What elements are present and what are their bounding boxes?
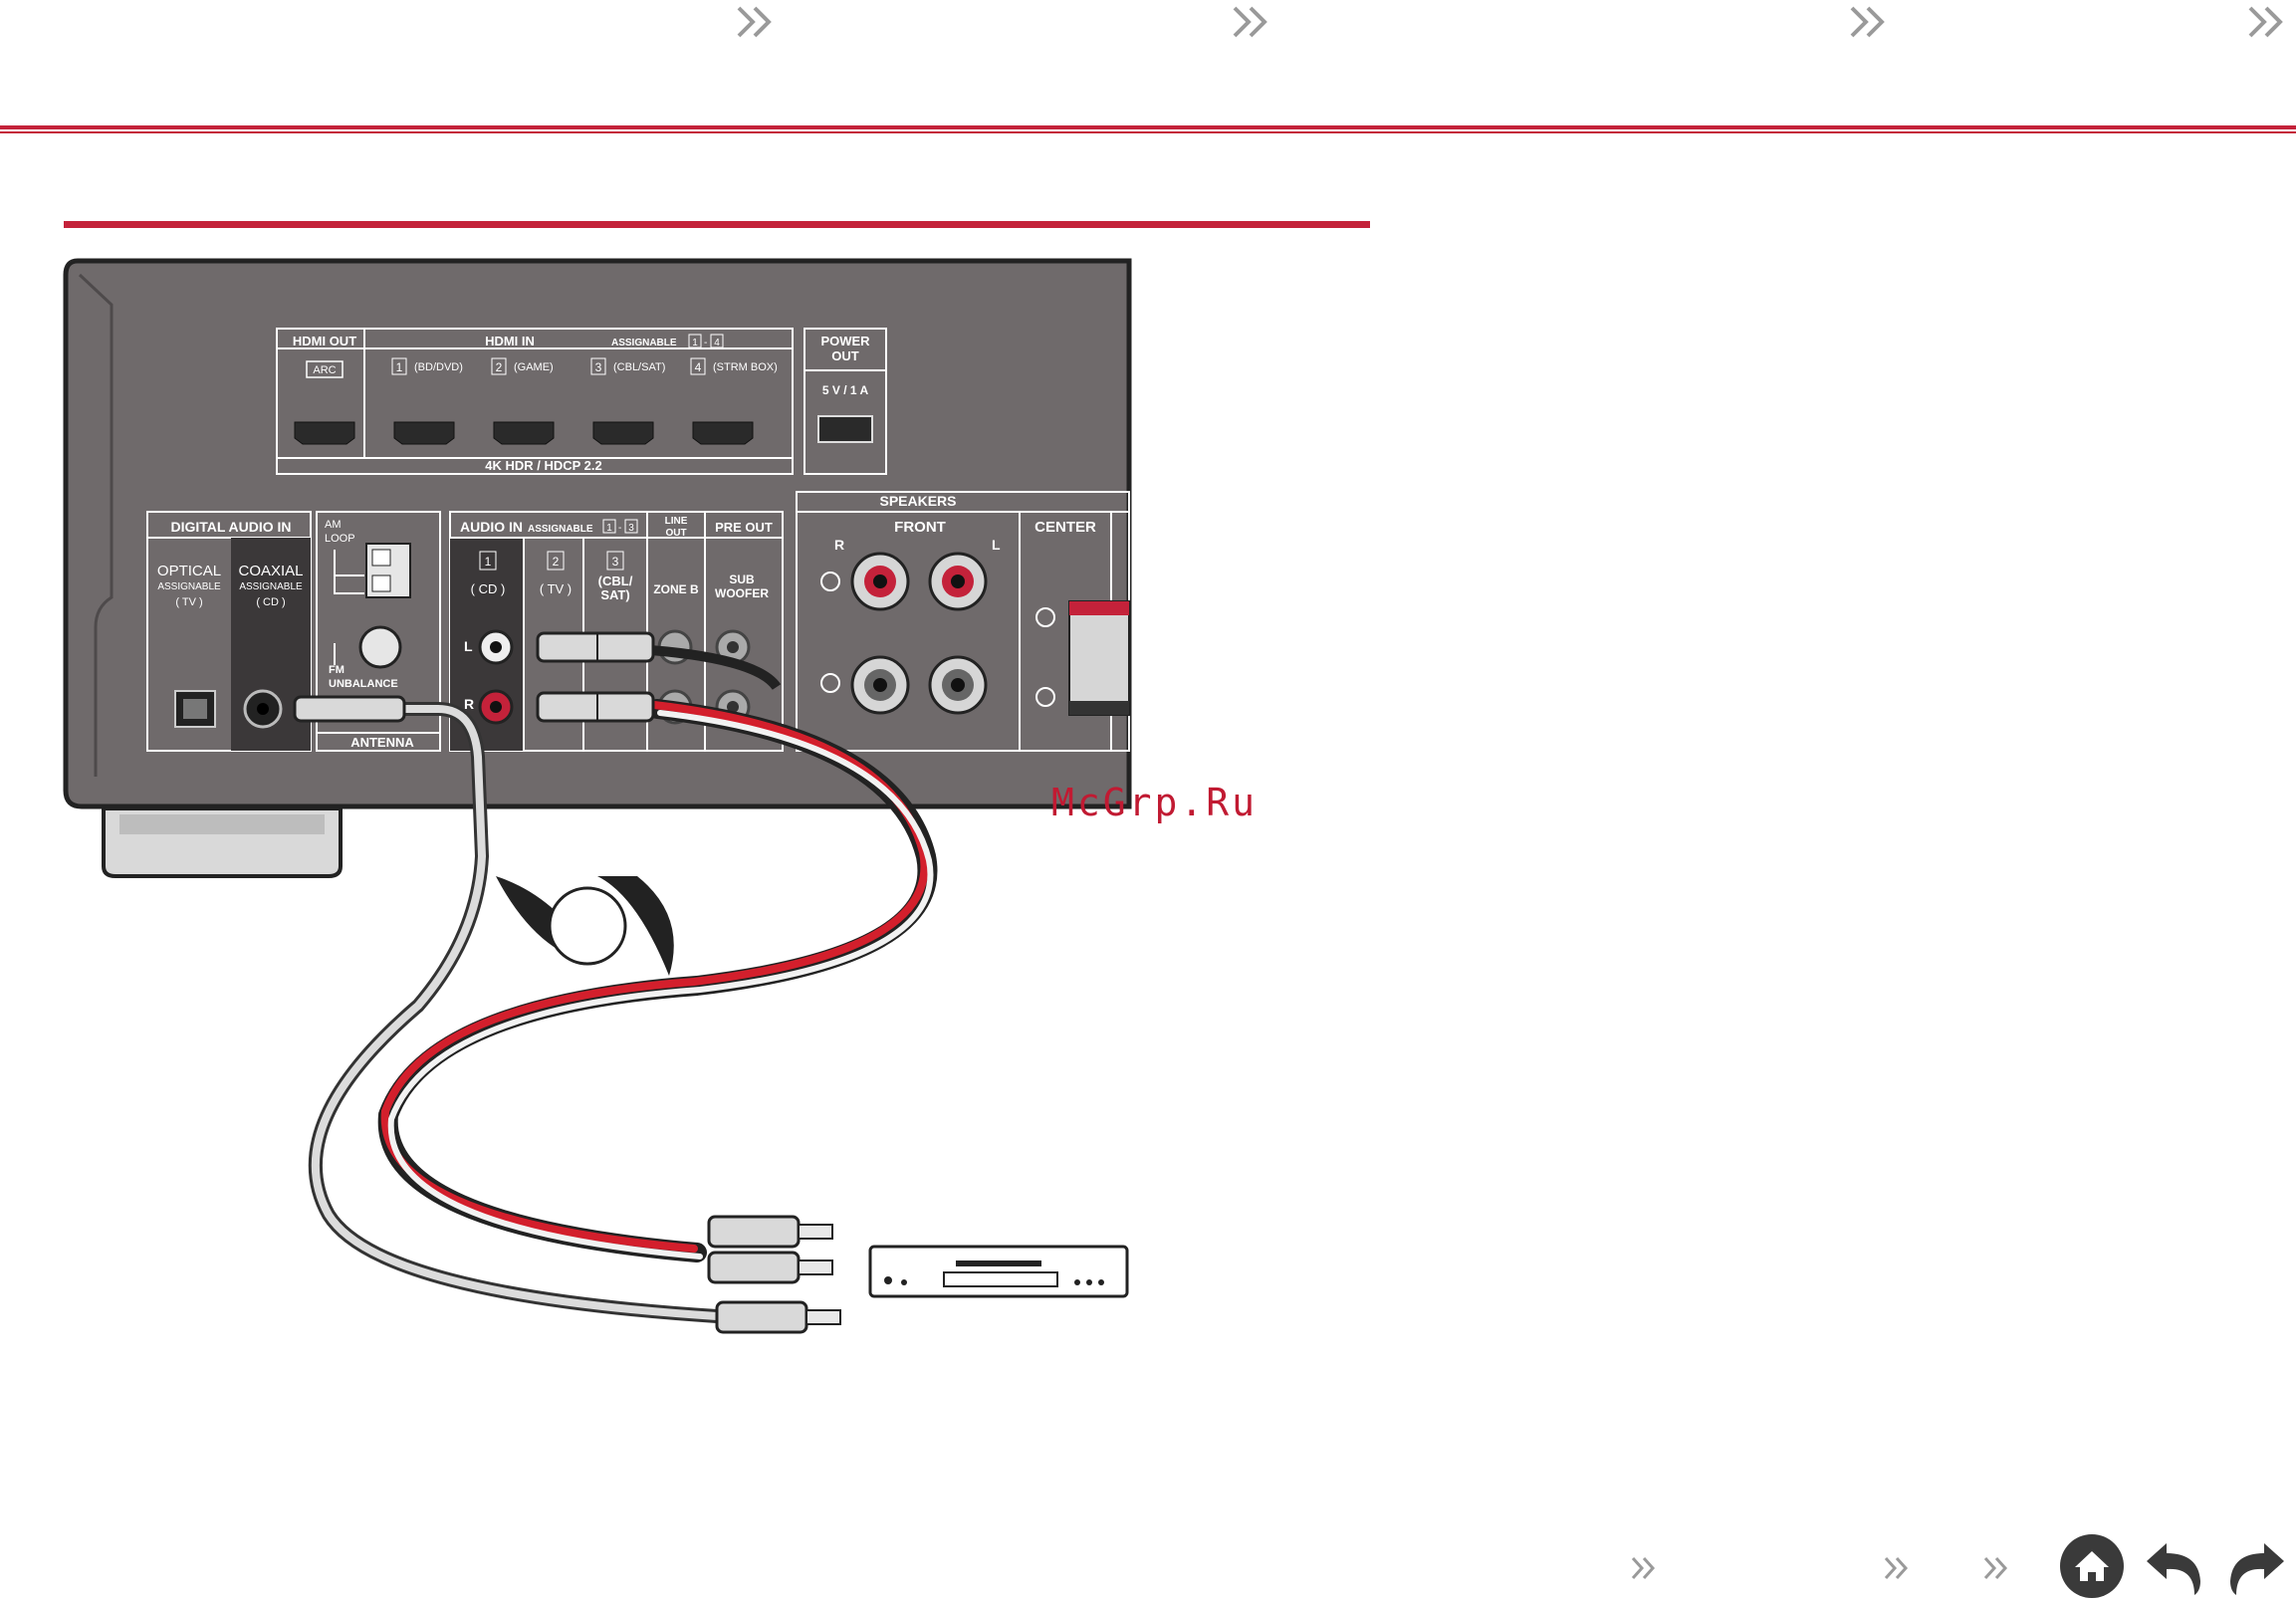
svg-text:R: R	[464, 696, 474, 712]
svg-text:3: 3	[628, 523, 634, 534]
svg-text:AM: AM	[325, 519, 342, 531]
svg-text:AUDIO IN: AUDIO IN	[460, 519, 523, 535]
svg-text:WOOFER: WOOFER	[715, 586, 769, 600]
usb-port	[818, 416, 872, 442]
svg-text:2: 2	[553, 555, 560, 569]
svg-text:1: 1	[396, 360, 403, 374]
hdmi-assignable-label: ASSIGNABLE	[611, 338, 677, 348]
cd-player-icon	[870, 1247, 1127, 1296]
svg-text:2: 2	[496, 360, 503, 374]
rca-plugs-device	[709, 1217, 840, 1332]
svg-text:4: 4	[695, 360, 702, 374]
svg-text:SPEAKERS: SPEAKERS	[879, 493, 956, 509]
svg-text:ZONE B: ZONE B	[653, 582, 699, 596]
bottom-nav-chevron-icon[interactable]	[1981, 1553, 2013, 1583]
svg-text:OPTICAL: OPTICAL	[157, 563, 221, 579]
top-nav-chevron-icon[interactable]	[1846, 2, 1892, 42]
bottom-nav-chevron-icon[interactable]	[1882, 1553, 1914, 1583]
arc-label: ARC	[313, 364, 336, 376]
svg-text:(BD/DVD): (BD/DVD)	[414, 361, 463, 373]
svg-text:CENTER: CENTER	[1034, 519, 1096, 536]
svg-text:POWER: POWER	[820, 334, 870, 348]
svg-text:FM: FM	[329, 664, 344, 676]
svg-text:ASSIGNABLE: ASSIGNABLE	[157, 581, 221, 592]
svg-text:FRONT: FRONT	[894, 519, 946, 536]
home-icon[interactable]	[2059, 1533, 2125, 1599]
top-nav-chevron-icon[interactable]	[733, 2, 779, 42]
svg-text:OUT: OUT	[831, 348, 859, 363]
svg-text:-: -	[618, 523, 621, 534]
digital-audio-in-label: DIGITAL AUDIO IN	[170, 519, 291, 535]
svg-text:OUT: OUT	[665, 528, 686, 539]
svg-text:4: 4	[714, 338, 720, 348]
svg-text:PRE OUT: PRE OUT	[715, 520, 773, 535]
hdmi-out-label: HDMI OUT	[293, 334, 356, 348]
top-nav-chevron-icon[interactable]	[2244, 2, 2290, 42]
svg-text:ASSIGNABLE: ASSIGNABLE	[239, 581, 303, 592]
svg-text:(CBL/SAT): (CBL/SAT)	[613, 361, 665, 373]
svg-text:SAT): SAT)	[600, 587, 629, 602]
svg-text:3: 3	[612, 555, 619, 569]
header-rule	[0, 125, 2296, 135]
watermark: McGrp.Ru	[1051, 781, 1258, 824]
svg-text:3: 3	[595, 360, 602, 374]
svg-text:1: 1	[606, 523, 612, 534]
svg-text:(CBL/: (CBL/	[598, 573, 633, 588]
section-rule	[64, 221, 1370, 228]
svg-text:( CD ): ( CD )	[471, 581, 506, 596]
svg-text:(STRM BOX): (STRM BOX)	[713, 361, 778, 373]
svg-text:L: L	[992, 537, 1001, 553]
bottom-nav-chevron-icon[interactable]	[1629, 1553, 1661, 1583]
svg-text:L: L	[464, 638, 473, 654]
top-nav-chevron-icon[interactable]	[1229, 2, 1274, 42]
forward-arrow-icon[interactable]	[2222, 1533, 2288, 1599]
svg-text:R: R	[834, 537, 844, 553]
hdmi-in-label: HDMI IN	[485, 334, 535, 348]
antenna-label: ANTENNA	[350, 735, 414, 750]
svg-text:( TV ): ( TV )	[540, 581, 572, 596]
svg-text:-: -	[704, 338, 707, 348]
svg-text:1: 1	[485, 555, 492, 569]
svg-text:SUB: SUB	[729, 572, 755, 586]
svg-text:LOOP: LOOP	[325, 533, 355, 545]
fm-antenna-jack	[360, 627, 400, 667]
power-rating: 5 V / 1 A	[822, 383, 869, 397]
svg-text:COAXIAL: COAXIAL	[238, 563, 303, 579]
back-arrow-icon[interactable]	[2143, 1533, 2208, 1599]
svg-text:( CD ): ( CD )	[256, 596, 285, 608]
hdr-label: 4K HDR / HDCP 2.2	[485, 458, 602, 473]
svg-text:ASSIGNABLE: ASSIGNABLE	[528, 524, 593, 535]
svg-text:(GAME): (GAME)	[514, 361, 554, 373]
svg-text:UNBALANCE: UNBALANCE	[329, 678, 398, 690]
svg-text:( TV ): ( TV )	[175, 596, 202, 608]
svg-text:LINE: LINE	[665, 516, 688, 527]
svg-text:1: 1	[692, 338, 698, 348]
